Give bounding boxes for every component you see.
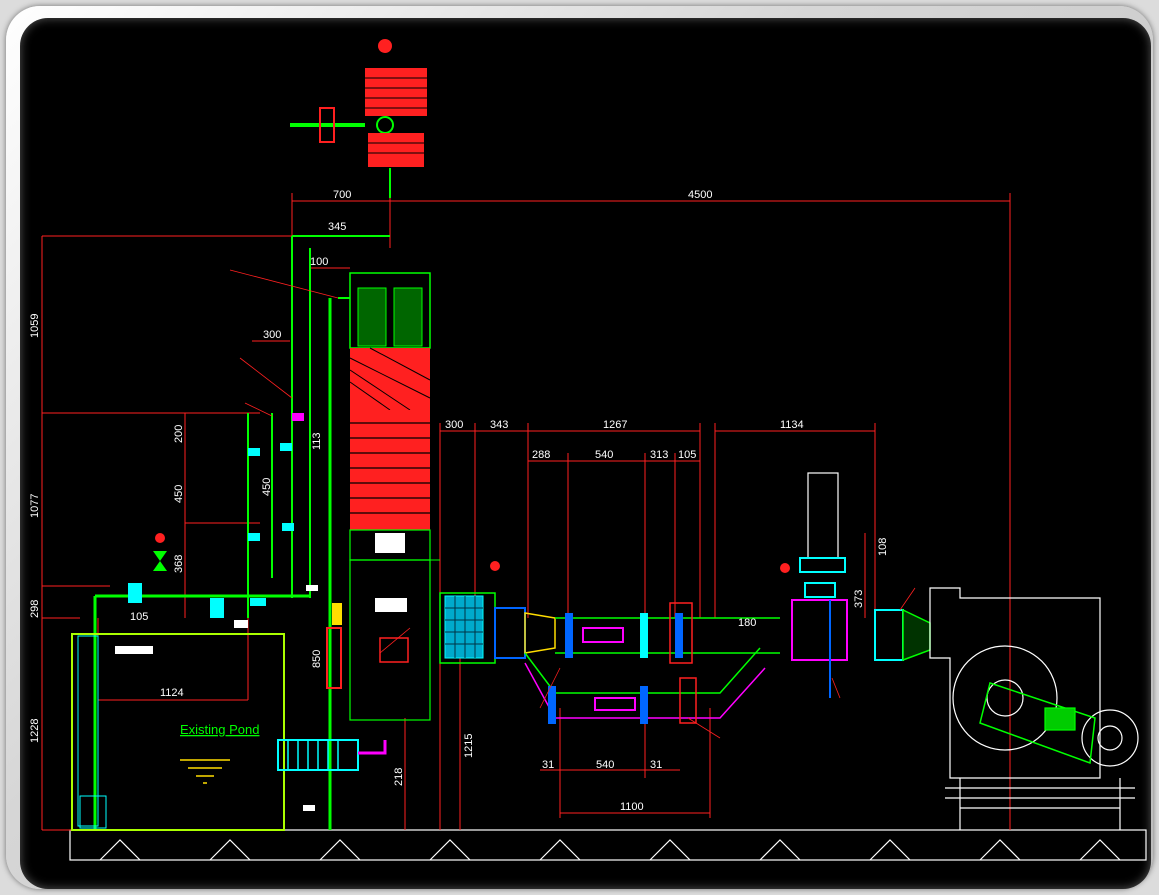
- drawing-frame: Existing Pond 700 4500 345 100 300 1059 …: [6, 6, 1153, 889]
- dim-right-300: 300: [445, 419, 463, 431]
- dim-540: 540: [595, 449, 613, 461]
- scrubber-tower: [349, 272, 440, 721]
- dim-180: 180: [738, 617, 756, 629]
- dim-1228: 1228: [29, 719, 41, 743]
- dimension-texts: 700 4500 345 100 300 1059 1077 298 1228 …: [29, 189, 889, 813]
- dim-288: 288: [532, 449, 550, 461]
- valves: [115, 413, 318, 811]
- dim-1124: 1124: [160, 687, 184, 699]
- cad-drawing-canvas: Existing Pond 700 4500 345 100 300 1059 …: [20, 18, 1151, 889]
- dim-368: 368: [173, 555, 185, 573]
- dim-373: 373: [853, 590, 865, 608]
- ground-base: [69, 829, 1147, 861]
- dim-450b: 450: [261, 478, 273, 496]
- dim-108: 108: [877, 538, 889, 556]
- fan-silencer: [290, 39, 427, 198]
- left-piping: [71, 235, 390, 831]
- dim-31a: 31: [542, 759, 554, 771]
- scrubber-system-diagram: Existing Pond 700 4500 345 100 300 1059 …: [29, 39, 1147, 861]
- dim-345: 345: [328, 221, 346, 233]
- dim-105: 105: [130, 611, 148, 623]
- dim-450: 450: [173, 485, 185, 503]
- dim-d105: 105: [678, 449, 696, 461]
- dim-540b: 540: [596, 759, 614, 771]
- dim-343: 343: [490, 419, 508, 431]
- pump-assembly: [277, 603, 387, 771]
- dim-1215: 1215: [463, 734, 475, 758]
- dim-4500: 4500: [688, 189, 712, 201]
- duct-system: [439, 472, 931, 724]
- blower-fan: [929, 587, 1139, 830]
- dim-313: 313: [650, 449, 668, 461]
- dim-850: 850: [311, 650, 323, 668]
- dim-100: 100: [310, 256, 328, 268]
- dim-1059: 1059: [29, 314, 41, 338]
- dim-1267: 1267: [603, 419, 627, 431]
- dim-300: 300: [263, 329, 281, 341]
- dim-1134: 1134: [780, 419, 804, 431]
- dim-31b: 31: [650, 759, 662, 771]
- dim-218: 218: [393, 768, 405, 786]
- dim-113: 113: [311, 432, 323, 450]
- dim-700: 700: [333, 189, 351, 201]
- pond-symbol: [180, 759, 230, 784]
- dim-1077: 1077: [29, 494, 41, 518]
- annotation-leaders: [229, 269, 916, 739]
- dim-200: 200: [173, 425, 185, 443]
- existing-pond-label: Existing Pond: [180, 722, 260, 737]
- dim-298: 298: [29, 600, 41, 618]
- dim-1100: 1100: [620, 801, 644, 813]
